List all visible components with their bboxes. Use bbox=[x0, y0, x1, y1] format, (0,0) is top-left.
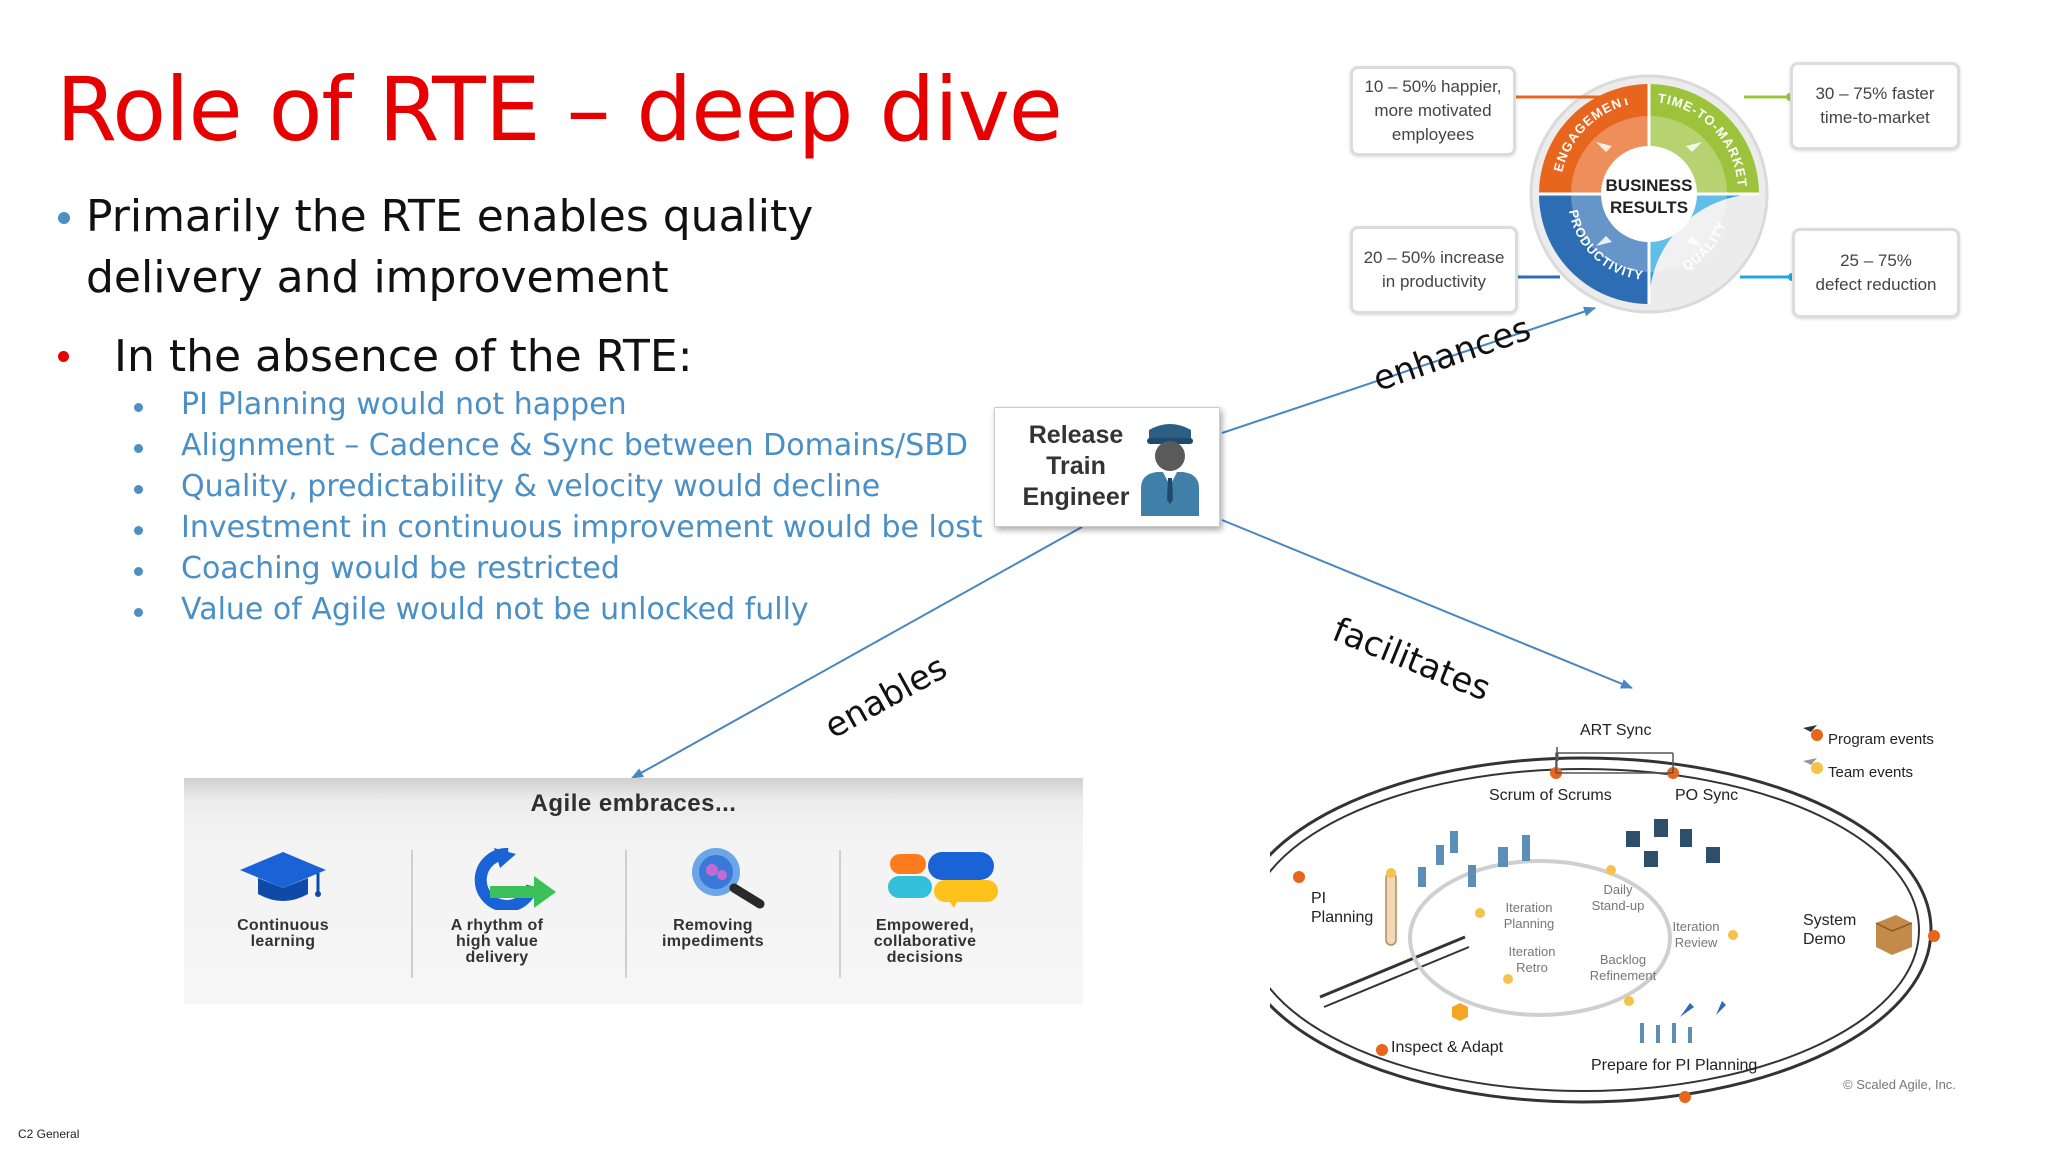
legend-swatches bbox=[1803, 725, 1823, 774]
sub-bullet-dot bbox=[134, 526, 143, 535]
daily-standup-label: Daily Stand-up bbox=[1591, 882, 1645, 913]
arrow-enhances bbox=[1221, 306, 1596, 434]
arrow-facilitates bbox=[1221, 519, 1633, 689]
team-people-icon-right bbox=[1626, 819, 1720, 867]
footer-classification: C2 General bbox=[18, 1127, 80, 1141]
box-icon bbox=[1875, 915, 1913, 955]
stat-quality: 25 – 75% defect reduction bbox=[1792, 228, 1960, 318]
agile-item-label: Continuous learning bbox=[237, 917, 329, 950]
sub-bullet-text: Value of Agile would not be unlocked ful… bbox=[181, 592, 809, 627]
iteration-review-label: Iteration Review bbox=[1672, 919, 1720, 950]
inspect-adapt-icon bbox=[1452, 1003, 1468, 1021]
sub-bullet-text: Quality, predictability & velocity would… bbox=[181, 469, 881, 504]
stat-engagement: 10 – 50% happier, more motivated employe… bbox=[1350, 66, 1516, 156]
art-events-diagram bbox=[1270, 725, 1940, 1104]
rte-label: Release Train Engineer bbox=[1022, 421, 1130, 511]
copyright: © Scaled Agile, Inc. bbox=[1843, 1077, 1956, 1092]
bullet-dot-red bbox=[58, 351, 69, 362]
agile-item-label: A rhythm of high value delivery bbox=[450, 917, 544, 966]
sub-bullet: Investment in continuous improvement wou… bbox=[130, 510, 983, 551]
sub-bullet-dot bbox=[134, 485, 143, 494]
sub-bullet-list: PI Planning would not happen Alignment –… bbox=[130, 387, 983, 633]
bullet-absence: In the absence of the RTE: bbox=[56, 326, 693, 387]
rte-card: Release Train Engineer bbox=[994, 407, 1220, 527]
sub-bullet: Coaching would be restricted bbox=[130, 551, 983, 592]
backlog-refinement-label: Backlog Refinement bbox=[1589, 952, 1657, 983]
sub-bullet: Alignment – Cadence & Sync between Domai… bbox=[130, 428, 983, 469]
chat-bubbles-icon bbox=[888, 852, 998, 908]
pi-planning-label: PI Planning bbox=[1311, 890, 1374, 926]
slide-title: Role of RTE – deep dive bbox=[56, 58, 1063, 161]
sub-bullet-text: PI Planning would not happen bbox=[181, 387, 627, 422]
business-results-center: BUSINESS RESULTS bbox=[1605, 176, 1693, 217]
divider bbox=[411, 850, 413, 978]
inspect-adapt-label: Inspect & Adapt bbox=[1391, 1039, 1504, 1056]
sub-bullet: Value of Agile would not be unlocked ful… bbox=[130, 592, 983, 633]
iteration-retro-label: Iteration Retro bbox=[1508, 944, 1556, 975]
team-people-icon-left bbox=[1418, 831, 1530, 887]
sub-bullet-text: Investment in continuous improvement wou… bbox=[181, 510, 983, 545]
legend-team-events: Team events bbox=[1828, 764, 1914, 781]
magnifier-icon bbox=[692, 848, 765, 909]
agile-item-label: Empowered, collaborative decisions bbox=[873, 917, 977, 966]
graduation-cap-icon bbox=[240, 852, 326, 901]
sub-bullet-text: Alignment – Cadence & Sync between Domai… bbox=[181, 428, 969, 463]
po-sync-label: PO Sync bbox=[1675, 787, 1739, 804]
planning-board-icon bbox=[1640, 1001, 1726, 1043]
agile-item-label: Removing impediments bbox=[662, 917, 764, 950]
divider bbox=[839, 850, 841, 978]
sub-bullet-dot bbox=[134, 608, 143, 617]
sub-bullet-dot bbox=[134, 567, 143, 576]
cycle-arrow-icon bbox=[474, 847, 556, 910]
agile-embraces-panel: Agile embraces... Continuous learning A … bbox=[184, 778, 1083, 1004]
legend-program-events: Program events bbox=[1828, 731, 1934, 748]
sub-bullet-text: Coaching would be restricted bbox=[181, 551, 620, 586]
bullet-primary: Primarily the RTE enables quality delive… bbox=[56, 186, 936, 308]
iteration-planning-label: Iteration Planning bbox=[1503, 900, 1555, 931]
art-sync-label: ART Sync bbox=[1580, 722, 1652, 739]
bullet-dot bbox=[58, 212, 70, 224]
agile-title: Agile embraces... bbox=[530, 790, 737, 817]
bullet-absence-text: In the absence of the RTE: bbox=[114, 331, 693, 382]
bullet-primary-text: Primarily the RTE enables quality delive… bbox=[86, 191, 814, 303]
sub-bullet: Quality, predictability & velocity would… bbox=[130, 469, 983, 510]
system-demo-label: System Demo bbox=[1803, 912, 1857, 948]
sub-bullet-dot bbox=[134, 403, 143, 412]
sub-bullet: PI Planning would not happen bbox=[130, 387, 983, 428]
stat-productivity: 20 – 50% increase in productivity bbox=[1350, 226, 1518, 314]
engineer-person-icon bbox=[1141, 424, 1199, 516]
stat-time-to-market: 30 – 75% faster time-to-market bbox=[1790, 62, 1960, 150]
business-results-wheel: ENGAGEMENT TIME-TO-MARKET PRODUCTIVITY Q… bbox=[1529, 74, 1769, 314]
sub-bullet-dot bbox=[134, 444, 143, 453]
divider bbox=[625, 850, 627, 978]
prepare-pi-planning-label: Prepare for PI Planning bbox=[1591, 1057, 1758, 1074]
arrow-enables bbox=[631, 526, 1083, 779]
scrum-of-scrums-label: Scrum of Scrums bbox=[1489, 787, 1612, 804]
